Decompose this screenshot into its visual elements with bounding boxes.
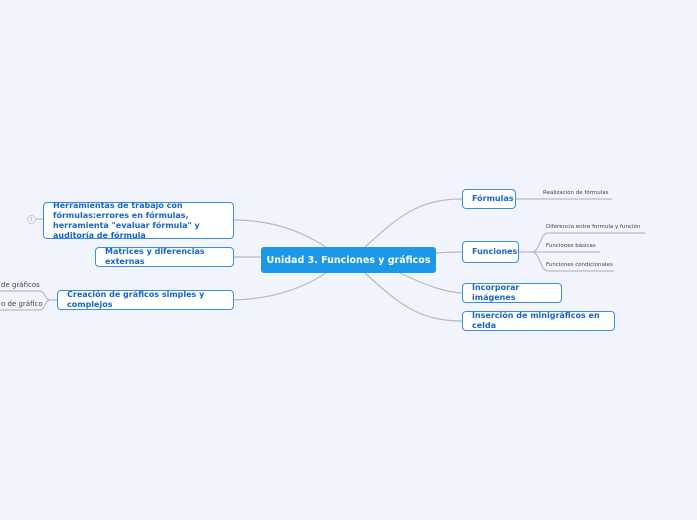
topic-label: Inserción de minigráficos en celda [472, 311, 600, 330]
topic-creacion-graficos[interactable]: Creación de gráficos simples y complejos [57, 290, 234, 310]
subtopic[interactable]: Funciones básicas [546, 243, 596, 249]
subtopic[interactable]: o de gráfico [1, 300, 43, 308]
topic-label: Matrices y diferencias externas [105, 247, 205, 266]
topic-minigraficos[interactable]: Inserción de minigráficos en celda [462, 311, 615, 331]
central-topic[interactable]: Unidad 3. Funciones y gráficos [261, 247, 436, 273]
topic-funciones[interactable]: Funciones [462, 241, 519, 263]
topic-label: Creación de gráficos simples y complejos [67, 290, 205, 309]
collapsed-count-badge[interactable]: 1 [27, 215, 36, 224]
topic-herramientas[interactable]: Herramientas de trabajo con fórmulas:err… [43, 200, 234, 240]
topic-label: Funciones [472, 247, 518, 256]
topic-label: Incorporar imágenes [472, 283, 520, 302]
subtopic[interactable]: Realización de fórmulas [543, 190, 609, 196]
subtopic[interactable]: Funciones condicionales [546, 262, 613, 268]
topic-matrices[interactable]: Matrices y diferencias externas [95, 247, 234, 267]
subtopic[interactable]: Diferencia entre formula y función [546, 224, 641, 230]
topic-formulas[interactable]: Fórmulas [462, 189, 516, 209]
topic-label: Fórmulas [472, 194, 514, 203]
subtopic[interactable]: de gráficos [1, 281, 40, 289]
topic-incorporar-imagenes[interactable]: Incorporar imágenes [462, 283, 562, 303]
topic-label: Herramientas de trabajo con fórmulas:err… [53, 200, 200, 240]
